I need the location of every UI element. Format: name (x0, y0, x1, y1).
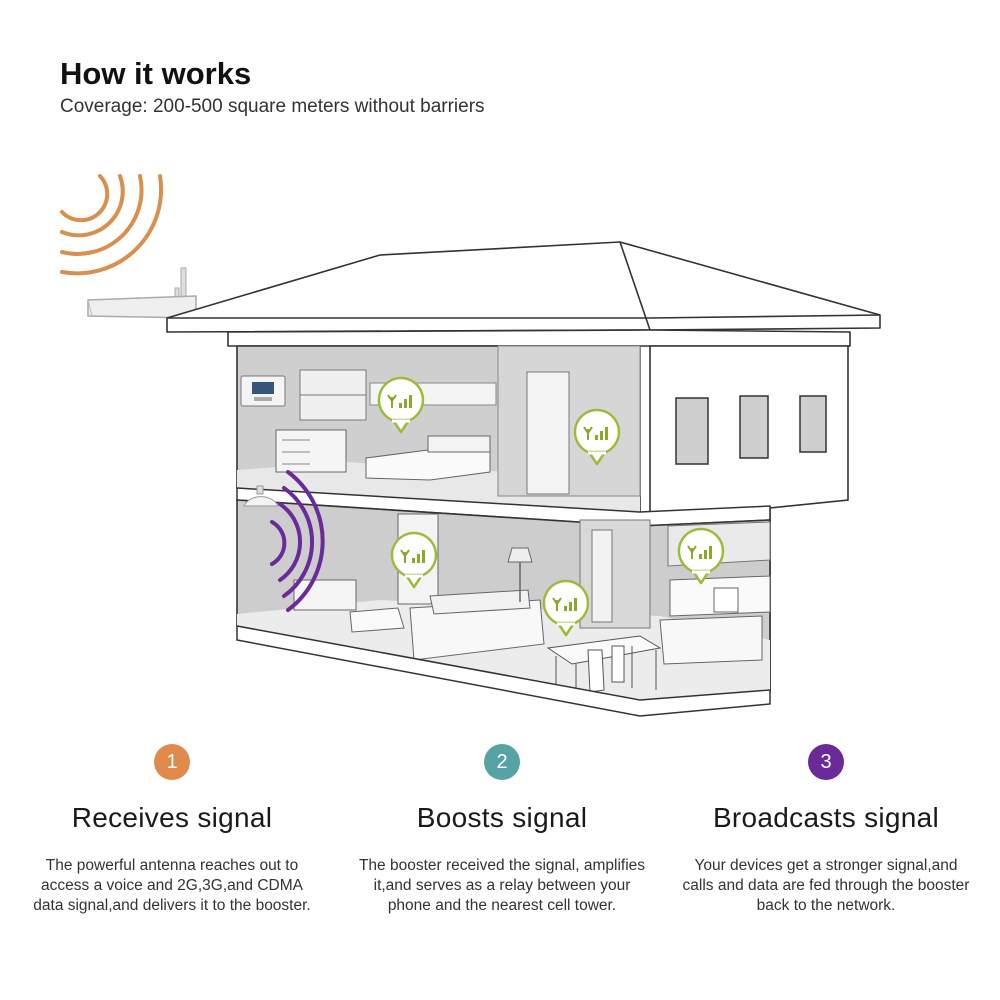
roof (166, 241, 881, 347)
outdoor-antenna-icon (87, 267, 197, 319)
exterior-windows (675, 395, 827, 465)
step-description: Your devices get a stronger signal,and c… (682, 857, 970, 914)
booster-icon (240, 375, 286, 407)
step-3: 3 Broadcasts signal Your devices get a s… (656, 744, 996, 916)
step-heading: Boosts signal (416, 802, 588, 833)
step-2: 2 Boosts signal The booster received the… (332, 744, 672, 916)
house-diagram (60, 174, 881, 717)
step-heading: Broadcasts signal (712, 802, 940, 833)
indoor-antenna-icon (243, 485, 279, 507)
step-1: 1 Receives signal The powerful antenna r… (2, 744, 342, 916)
lower-floor (236, 499, 771, 701)
step-number-badge: 3 (808, 744, 844, 780)
step-number-badge: 2 (484, 744, 520, 780)
step-heading: Receives signal (71, 802, 273, 833)
antenna-wave-icon (60, 174, 164, 276)
step-description: The powerful antenna reaches out to acce… (33, 857, 311, 914)
step-description: The booster received the signal, amplifi… (358, 857, 646, 914)
page-title: How it works (60, 56, 252, 91)
step-number-badge: 1 (154, 744, 190, 780)
broadcast-wave-icon (270, 470, 325, 612)
foundation (236, 625, 771, 717)
coverage-subtitle: Coverage: 200-500 square meters without … (60, 96, 485, 117)
